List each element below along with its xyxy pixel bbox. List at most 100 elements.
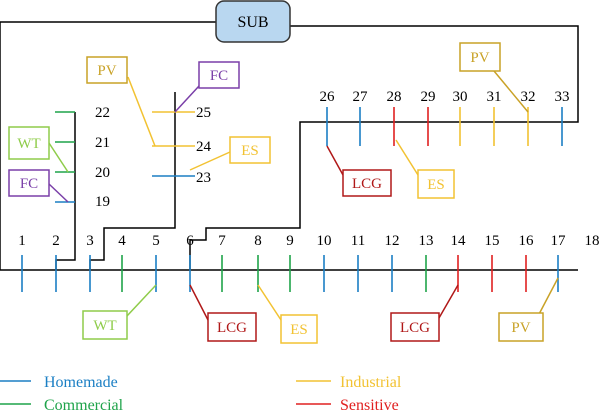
bus-7-label: 7 bbox=[218, 233, 226, 249]
connector-lcg-bus-26 bbox=[326, 145, 344, 176]
generator-label: LCG bbox=[400, 320, 430, 336]
bus-25-label: 25 bbox=[196, 105, 211, 121]
bus-21-label: 21 bbox=[95, 135, 110, 151]
bus-9-label: 9 bbox=[286, 233, 294, 249]
connector-es-bus-23 bbox=[189, 151, 231, 171]
generator-lcg-bus-6[interactable]: LCG bbox=[207, 312, 257, 342]
bus-19-label: 19 bbox=[95, 194, 110, 210]
generator-box bbox=[417, 169, 455, 199]
legend-item-industrial: Industrial bbox=[296, 374, 402, 391]
substation-box bbox=[215, 0, 291, 43]
generator-box bbox=[342, 169, 392, 197]
connector-fc-bus-25 bbox=[174, 85, 200, 113]
substation[interactable]: SUB bbox=[215, 0, 291, 43]
bus-15-label: 15 bbox=[485, 233, 500, 249]
generator-wt-bus-20[interactable]: WT bbox=[8, 126, 50, 160]
legend-item-commercial: Commercial bbox=[0, 397, 124, 414]
bus-6-label: 6 bbox=[186, 233, 194, 249]
bus-2-label: 2 bbox=[52, 233, 60, 249]
bus-14-label: 14 bbox=[451, 233, 467, 249]
generator-lcg-bus-14[interactable]: LCG bbox=[390, 312, 440, 342]
bus-4-label: 4 bbox=[118, 233, 126, 249]
generator-fc-bus-25[interactable]: FC bbox=[198, 61, 240, 89]
legend-item-homemade: Homemade bbox=[0, 374, 118, 391]
main-feeder-line bbox=[0, 21, 578, 271]
bus-20-label: 20 bbox=[95, 165, 110, 181]
bus-33-label: 33 bbox=[555, 89, 570, 105]
legend-label: Industrial bbox=[340, 374, 402, 391]
generator-fc-bus-19[interactable]: FC bbox=[8, 169, 50, 197]
generator-box bbox=[207, 312, 257, 342]
bus-12-label: 12 bbox=[385, 233, 400, 249]
generator-box bbox=[86, 56, 128, 84]
legend-label: Sensitive bbox=[340, 397, 399, 414]
connector-pv-bus-24 bbox=[127, 76, 156, 147]
generator-es-bus-23[interactable]: ES bbox=[229, 136, 271, 164]
legend-item-sensitive: Sensitive bbox=[296, 397, 399, 414]
generator-es-bus-28[interactable]: ES bbox=[417, 169, 455, 199]
connector-wt-bus-20 bbox=[48, 142, 69, 173]
generator-box bbox=[390, 312, 440, 342]
bus-1-label: 1 bbox=[18, 233, 26, 249]
generator-lcg-bus-26[interactable]: LCG bbox=[342, 169, 392, 197]
bus-27-label: 27 bbox=[353, 89, 369, 105]
generator-box bbox=[82, 310, 128, 340]
connector-wt-bus-5 bbox=[126, 284, 157, 317]
legend-label: Commercial bbox=[44, 397, 124, 414]
generator-boxes: PV FC ES WT FC PV LCG ES WT LCG ES LCG PV bbox=[8, 42, 544, 344]
bus-32-label: 32 bbox=[521, 89, 536, 105]
bus-13-label: 13 bbox=[419, 233, 434, 249]
bus-5-label: 5 bbox=[152, 233, 160, 249]
bus-18-label: 18 bbox=[585, 233, 600, 249]
connector-lcg-bus-14 bbox=[438, 284, 459, 319]
lateral-26-33-line bbox=[189, 25, 579, 270]
generator-box bbox=[8, 126, 50, 160]
generator-wt-bus-5[interactable]: WT bbox=[82, 310, 128, 340]
bus-24-label: 24 bbox=[196, 139, 212, 155]
generator-label: PV bbox=[511, 320, 530, 336]
generator-box bbox=[498, 312, 544, 342]
bus-30-label: 30 bbox=[453, 89, 468, 105]
generator-label: LCG bbox=[352, 176, 382, 192]
generator-label: WT bbox=[17, 136, 40, 152]
connector-pv-bus-32 bbox=[493, 70, 529, 113]
connector-fc-bus-19 bbox=[48, 183, 69, 203]
generator-box bbox=[280, 314, 318, 344]
connector-pv-bus-17 bbox=[536, 277, 559, 319]
connector-es-bus-28 bbox=[395, 139, 419, 176]
generator-pv-bus-32[interactable]: PV bbox=[459, 42, 501, 72]
bus-26-label: 26 bbox=[320, 89, 336, 105]
bus-10-label: 10 bbox=[317, 233, 332, 249]
generator-box bbox=[8, 169, 50, 197]
generator-box bbox=[229, 136, 271, 164]
bus-17-label: 17 bbox=[551, 233, 567, 249]
generator-box bbox=[459, 42, 501, 72]
bus-23-label: 23 bbox=[196, 170, 211, 186]
bus-11-label: 11 bbox=[351, 233, 365, 249]
generator-label: PV bbox=[97, 63, 116, 79]
generator-connectors bbox=[48, 70, 559, 321]
bus-3-label: 3 bbox=[86, 233, 94, 249]
generator-label: WT bbox=[93, 318, 116, 334]
bus-16-label: 16 bbox=[519, 233, 535, 249]
generator-label: ES bbox=[241, 143, 259, 159]
bus-8-label: 8 bbox=[254, 233, 262, 249]
bus-28-label: 28 bbox=[387, 89, 402, 105]
generator-label: PV bbox=[470, 50, 489, 66]
generator-pv-bus-17[interactable]: PV bbox=[498, 312, 544, 342]
generator-label: FC bbox=[20, 176, 38, 192]
bus-29-label: 29 bbox=[421, 89, 436, 105]
substation-label: SUB bbox=[237, 14, 268, 31]
generator-pv-bus-24[interactable]: PV bbox=[86, 56, 128, 84]
generator-es-bus-8[interactable]: ES bbox=[280, 314, 318, 344]
legend-label: Homemade bbox=[44, 374, 118, 391]
generator-label: FC bbox=[210, 68, 228, 84]
bus-31-label: 31 bbox=[487, 89, 502, 105]
generator-label: ES bbox=[290, 322, 308, 338]
generator-box bbox=[198, 61, 240, 89]
bus-22-label: 22 bbox=[95, 105, 110, 121]
connector-lcg-bus-6 bbox=[189, 284, 209, 321]
